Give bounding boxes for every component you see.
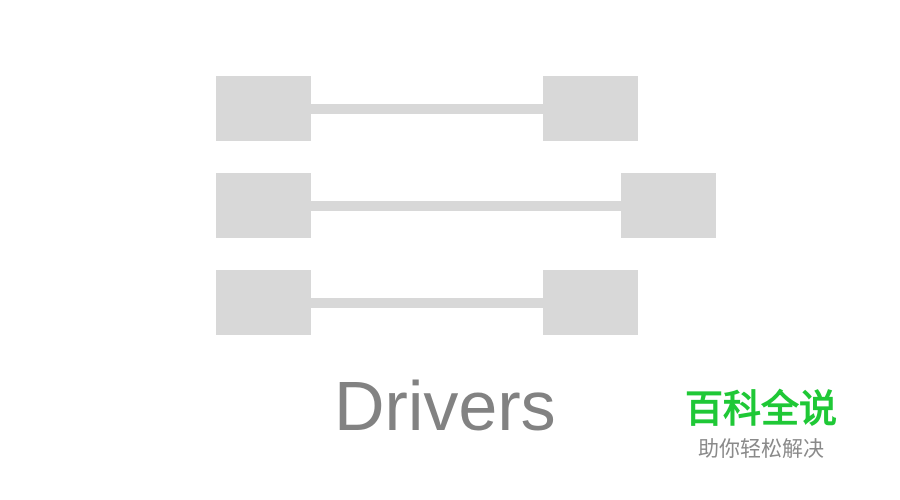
row-3-left-node (216, 270, 311, 335)
row-3-right-node (543, 270, 638, 335)
row-2-connector (311, 201, 621, 211)
row-1-left-node (216, 76, 311, 141)
row-2-right-node (621, 173, 716, 238)
row-2-left-node (216, 173, 311, 238)
diagram-title: Drivers (334, 367, 556, 445)
row-3-connector (311, 298, 543, 308)
row-1-right-node (543, 76, 638, 141)
row-1-connector (311, 104, 543, 114)
watermark-subtitle: 助你轻松解决 (698, 437, 824, 461)
watermark-title: 百科全说 (684, 387, 837, 431)
